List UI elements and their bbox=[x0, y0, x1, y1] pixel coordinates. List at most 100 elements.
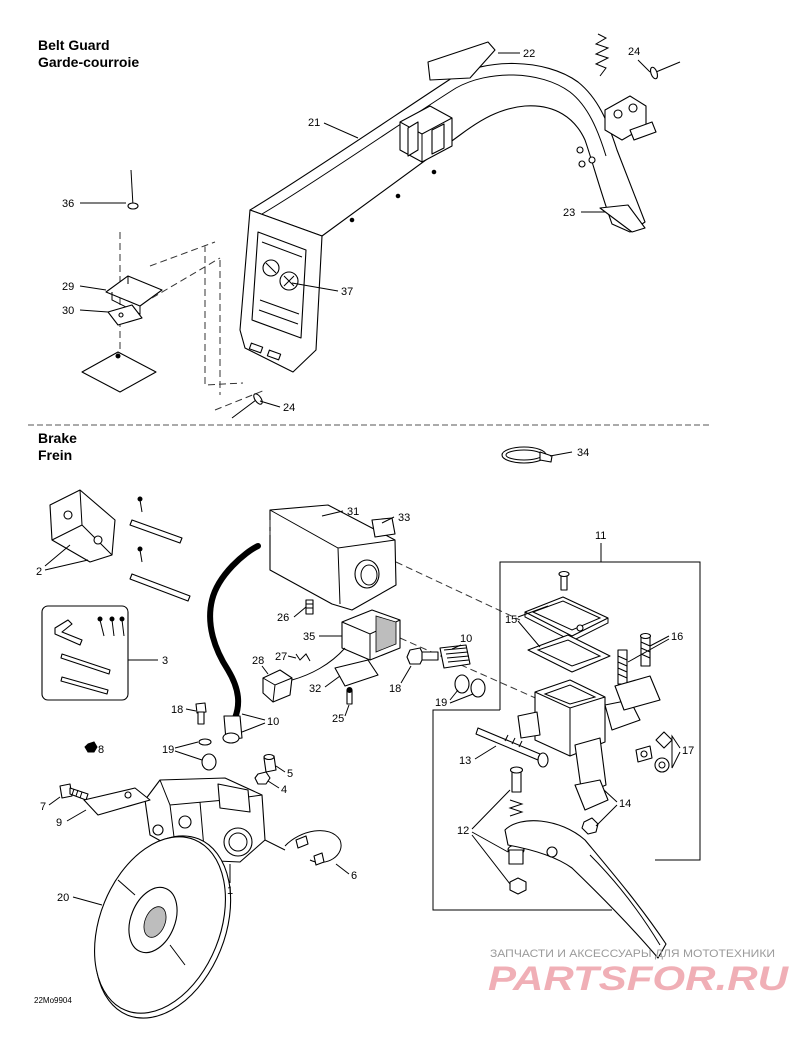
brake-title-fr: Frein bbox=[38, 447, 72, 463]
caliper-arm bbox=[83, 787, 151, 816]
callout-label: 10 bbox=[267, 716, 279, 728]
brake-callouts: 34 31 33 2 11 26 10 15 16 3 35 28 27 18 … bbox=[36, 447, 694, 906]
guard-clip bbox=[399, 105, 453, 163]
sealing-washer bbox=[201, 753, 217, 771]
callout-label: 17 bbox=[682, 745, 694, 757]
leader-line bbox=[627, 635, 670, 663]
leader-line bbox=[241, 713, 266, 733]
caliper-arm-hole bbox=[124, 791, 132, 799]
callout-label: 14 bbox=[619, 798, 631, 810]
leader-line bbox=[381, 516, 395, 524]
callout-label: 27 bbox=[275, 651, 287, 663]
bleeder-cap bbox=[263, 753, 277, 773]
belt-guard-title-fr: Garde-courroie bbox=[38, 54, 139, 70]
guard-label-tag bbox=[427, 41, 496, 81]
guard-support-hardware bbox=[81, 169, 163, 393]
leader-line bbox=[321, 510, 344, 517]
leader-line bbox=[671, 734, 681, 769]
callout-label: 11 bbox=[595, 530, 606, 542]
banjo-bolt bbox=[195, 702, 207, 725]
leader-line bbox=[44, 544, 89, 571]
watermark-logo: PARTSFOR.RU bbox=[488, 960, 790, 998]
master-banjo-fitting bbox=[439, 644, 471, 669]
callout-label: 21 bbox=[308, 117, 320, 129]
leader-line bbox=[324, 675, 341, 688]
callout-label: 13 bbox=[459, 755, 471, 767]
leader-line bbox=[259, 400, 281, 408]
callout-label: 5 bbox=[287, 768, 293, 780]
leader-line bbox=[66, 809, 87, 822]
leader-line bbox=[637, 59, 651, 73]
leader-line bbox=[79, 309, 109, 313]
leader-line bbox=[323, 122, 359, 139]
leader-line bbox=[549, 451, 573, 457]
callout-label: 12 bbox=[457, 825, 469, 837]
brake-lever bbox=[504, 820, 667, 959]
callout-label: 4 bbox=[281, 784, 287, 796]
callout-label: 8 bbox=[98, 744, 104, 756]
hardware-kit bbox=[41, 605, 129, 701]
callout-label: 15 bbox=[505, 614, 517, 626]
leader-line bbox=[291, 282, 339, 292]
leader-line bbox=[471, 789, 511, 885]
callout-label: 19 bbox=[162, 744, 174, 756]
leader-line bbox=[449, 689, 474, 704]
leader-line bbox=[335, 863, 350, 875]
callout-label: 25 bbox=[332, 713, 344, 725]
push-rod bbox=[475, 727, 549, 768]
leader-line bbox=[293, 606, 307, 618]
hose-banjo-fitting bbox=[222, 715, 243, 744]
wire-clip bbox=[295, 653, 311, 662]
leader-line bbox=[595, 789, 618, 827]
leader-line bbox=[287, 655, 297, 659]
callout-label: 19 bbox=[435, 697, 447, 709]
leader-line bbox=[185, 708, 197, 712]
leader-line bbox=[267, 780, 280, 789]
leader-line bbox=[275, 765, 286, 773]
switch-plate bbox=[334, 659, 379, 687]
callout-label: 24 bbox=[628, 46, 640, 58]
callout-label: 7 bbox=[40, 801, 46, 813]
clamp-screw bbox=[617, 649, 628, 685]
leader-line bbox=[344, 704, 350, 717]
master-cylinder-kit-frame bbox=[432, 561, 701, 911]
callout-label: 3 bbox=[162, 655, 168, 667]
callout-label: 18 bbox=[389, 683, 401, 695]
warning-sticker bbox=[251, 231, 307, 339]
callout-label: 30 bbox=[62, 305, 74, 317]
leader-line bbox=[79, 285, 107, 291]
plate-screw bbox=[346, 687, 353, 705]
callout-label: 9 bbox=[56, 817, 62, 829]
cover-screw bbox=[558, 570, 570, 591]
drawing-code: 22Mo9904 bbox=[34, 996, 72, 1005]
leader-line bbox=[400, 665, 412, 684]
belt-guard-drawing bbox=[81, 33, 681, 419]
clamp-screw bbox=[639, 632, 652, 667]
lever-clamp bbox=[574, 779, 609, 811]
callout-label: 28 bbox=[252, 655, 264, 667]
housing-label bbox=[371, 517, 396, 538]
brake-hose bbox=[207, 543, 261, 721]
callout-label: 18 bbox=[171, 704, 183, 716]
switch-wire bbox=[291, 647, 346, 681]
guard-rivet bbox=[231, 393, 263, 419]
leader-line bbox=[261, 665, 269, 675]
callout-label: 1 bbox=[227, 885, 233, 897]
brake-drawing bbox=[41, 446, 701, 1019]
callout-label: 35 bbox=[303, 631, 315, 643]
callout-label: 16 bbox=[671, 631, 683, 643]
callout-label: 2 bbox=[36, 566, 42, 578]
callout-label: 33 bbox=[398, 512, 410, 524]
bleeder-nut bbox=[254, 771, 271, 785]
brake-disc bbox=[94, 835, 232, 1019]
leader-line bbox=[72, 896, 103, 906]
callout-label: 22 bbox=[523, 48, 535, 60]
watermark-tagline: ЗАПЧАСТИ И АКСЕССУАРЫ ДЛЯ МОТОТЕХНИКИ bbox=[490, 948, 775, 960]
callout-label: 24 bbox=[283, 402, 295, 414]
wire-connector bbox=[262, 669, 293, 703]
callout-label: 23 bbox=[563, 207, 575, 219]
lever-housing bbox=[269, 504, 397, 611]
reservoir-gasket bbox=[527, 634, 611, 673]
leader-line bbox=[174, 741, 203, 761]
